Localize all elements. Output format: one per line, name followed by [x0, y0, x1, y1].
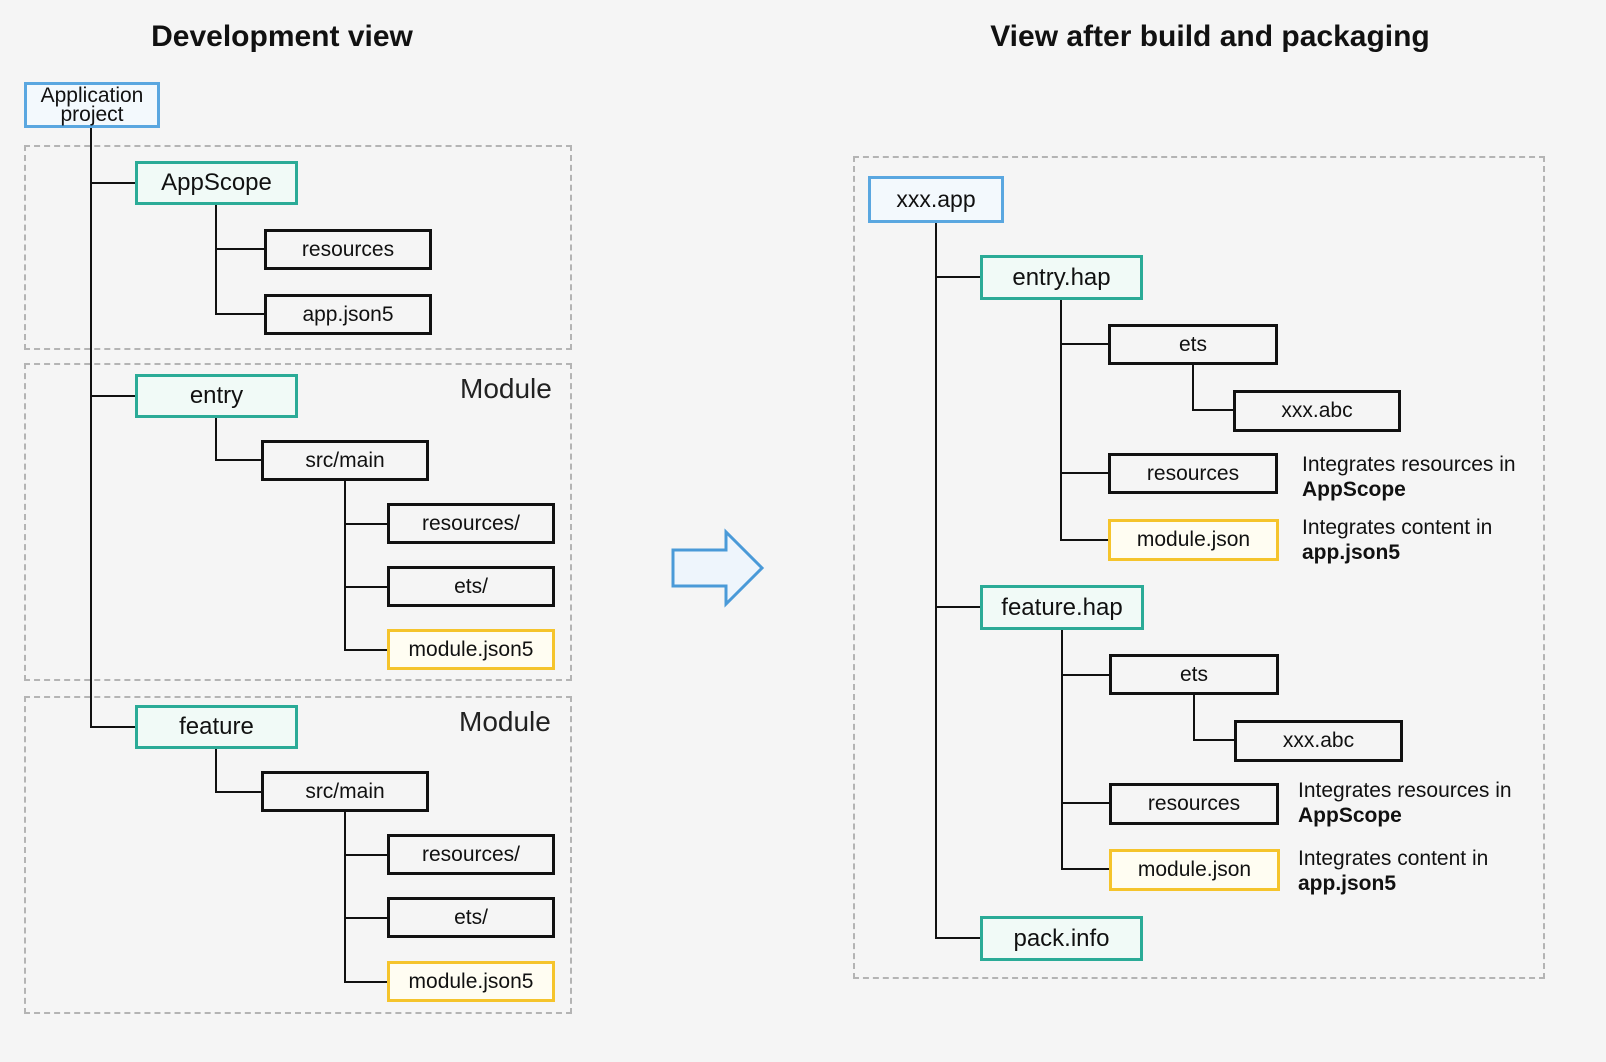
feature-module-note: Integrates content in app.json5	[1298, 846, 1488, 896]
entry-ets-trunk	[1192, 364, 1194, 411]
appscope-node: AppScope	[135, 161, 298, 205]
feature-ets-node: ets/	[387, 897, 555, 938]
entry-module-node: entry	[135, 374, 298, 418]
build-view-title: View after build and packaging	[990, 20, 1430, 53]
connector	[1061, 868, 1110, 870]
feature-srcmain-node: src/main	[261, 771, 429, 812]
connector	[215, 248, 265, 250]
feature-src-trunk	[344, 812, 346, 982]
entry-trunk	[215, 416, 217, 461]
feature-module-region	[24, 696, 572, 1014]
entry-resources-node: resources/	[387, 503, 555, 544]
connector	[215, 313, 265, 315]
connector	[1193, 739, 1235, 741]
entry-hap-node: entry.hap	[980, 255, 1143, 300]
appscope-appjson5-node: app.json5	[264, 294, 432, 335]
connector	[1060, 539, 1109, 541]
appscope-region	[24, 145, 572, 350]
note-bold: app.json5	[1298, 872, 1397, 895]
connector	[90, 726, 136, 728]
note-bold: app.json5	[1302, 541, 1401, 564]
entry-src-trunk	[344, 480, 346, 651]
connector	[344, 586, 388, 588]
feature-modulejson5-node: module.json5	[387, 961, 555, 1002]
connector	[215, 791, 262, 793]
feature-module-label: Module	[459, 706, 551, 737]
connector	[344, 523, 388, 525]
project-label-line1: Application	[40, 84, 144, 107]
connector	[90, 182, 136, 184]
feature-hap-resources-node: resources	[1109, 783, 1279, 825]
feature-resources-node: resources/	[387, 834, 555, 875]
feature-hap-node: feature.hap	[980, 585, 1144, 630]
project-label-line2: project	[60, 103, 124, 126]
connector	[344, 649, 388, 651]
feature-module-node: feature	[135, 705, 298, 749]
app-trunk	[935, 220, 937, 939]
dev-view-title: Development view	[151, 20, 413, 53]
note-text: Integrates resources in	[1298, 779, 1512, 802]
app-package-region	[853, 156, 1545, 979]
entry-module-note: Integrates content in app.json5	[1302, 515, 1492, 565]
connector	[344, 981, 388, 983]
feature-resources-note: Integrates resources in AppScope	[1298, 778, 1512, 828]
entry-srcmain-node: src/main	[261, 440, 429, 481]
packinfo-node: pack.info	[980, 916, 1143, 961]
entry-hap-trunk	[1060, 298, 1062, 541]
connector	[1061, 674, 1110, 676]
connector	[1060, 472, 1109, 474]
connector	[215, 459, 262, 461]
connector	[1060, 343, 1109, 345]
entry-modulejson5-node: module.json5	[387, 629, 555, 670]
feature-hap-modulejson-node: module.json	[1109, 849, 1280, 891]
note-bold: AppScope	[1302, 478, 1406, 501]
entry-resources-note: Integrates resources in AppScope	[1302, 452, 1516, 502]
connector	[344, 854, 388, 856]
note-bold: AppScope	[1298, 804, 1402, 827]
connector	[935, 276, 981, 278]
xxx-app-node: xxx.app	[868, 176, 1004, 223]
connector	[935, 606, 981, 608]
entry-hap-abc-node: xxx.abc	[1233, 390, 1401, 432]
entry-module-label: Module	[460, 373, 552, 404]
entry-module-region	[24, 363, 572, 681]
note-text: Integrates resources in	[1302, 453, 1516, 476]
entry-hap-ets-node: ets	[1108, 324, 1278, 365]
entry-hap-resources-node: resources	[1108, 453, 1278, 494]
appscope-resources-node: resources	[264, 229, 432, 270]
feature-hap-trunk	[1061, 628, 1063, 870]
appscope-trunk	[215, 204, 217, 315]
connector	[344, 917, 388, 919]
project-trunk	[90, 126, 92, 728]
feature-hap-ets-node: ets	[1109, 654, 1279, 695]
note-text: Integrates content in	[1298, 847, 1489, 870]
feature-trunk	[215, 747, 217, 792]
connector	[1061, 802, 1110, 804]
right-arrow-icon	[671, 528, 765, 608]
note-text: Integrates content in	[1302, 516, 1493, 539]
connector	[935, 937, 981, 939]
connector	[90, 395, 136, 397]
entry-ets-node: ets/	[387, 566, 555, 607]
application-project-node: Application project	[24, 82, 160, 128]
feature-ets-trunk	[1193, 694, 1195, 741]
feature-hap-abc-node: xxx.abc	[1234, 720, 1403, 762]
entry-hap-modulejson-node: module.json	[1108, 519, 1279, 561]
connector	[1192, 409, 1234, 411]
